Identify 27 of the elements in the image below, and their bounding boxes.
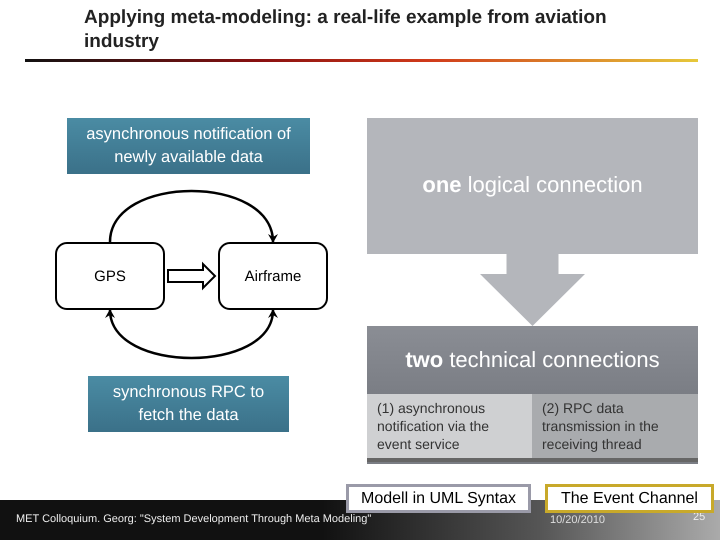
node-text: (1) asynchronous notification via the event service — [377, 399, 490, 453]
callout-box — [67, 118, 310, 174]
node-text: GPS — [94, 268, 126, 284]
component-box — [55, 242, 165, 310]
node-text: asynchronous notification of newly available data — [85, 124, 292, 168]
node-text: one logical connection — [422, 172, 643, 198]
detail-cell — [367, 394, 532, 462]
block-arrow — [167, 262, 216, 290]
block-arrow — [480, 254, 585, 326]
tab-button — [545, 484, 714, 513]
node-text: synchronous RPC to fetch the data — [112, 382, 266, 426]
curved-arrow — [108, 190, 276, 243]
tab-button — [346, 484, 531, 513]
date-text: 10/20/2010 — [550, 514, 606, 526]
node-text: Modell in UML Syntax — [360, 490, 516, 508]
slide-title: Applying meta-modeling: a real-life example from aviation industry — [84, 6, 608, 54]
node-text: Airframe — [244, 268, 302, 284]
node-text: (2) RPC data transmission in the receiving thread — [542, 399, 660, 453]
curved-arrow — [106, 309, 276, 360]
header-text: two technical connections — [405, 347, 660, 373]
concept-box — [367, 118, 698, 254]
component-box — [218, 242, 328, 310]
node-text: The Event Channel — [561, 490, 698, 508]
footer-text: MET Colloquium. Georg: "System Development Through Meta Modeling" — [16, 513, 372, 525]
detail-cell — [532, 394, 698, 462]
concept-panel — [367, 326, 698, 464]
callout-box — [88, 376, 289, 432]
